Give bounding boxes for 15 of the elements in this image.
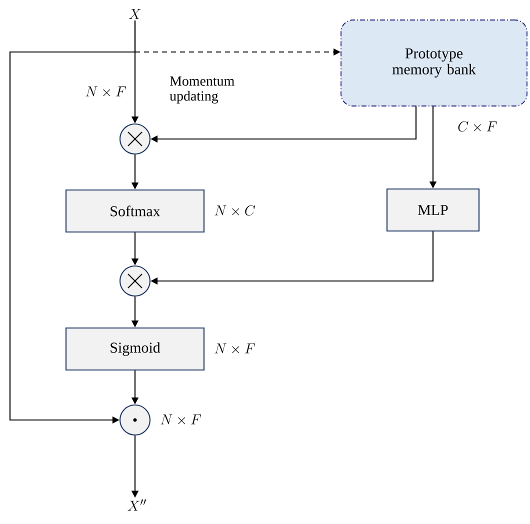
dot-product-symbol xyxy=(119,404,151,436)
process-box: Sigmoid xyxy=(65,327,205,371)
process-box: Softmax xyxy=(65,189,205,233)
multiply-symbol xyxy=(119,123,151,155)
dimension-label: $N \times C$ xyxy=(214,205,256,216)
dimension-label: $N \times F$ xyxy=(160,414,201,424)
dimension-label: $N \times F$ xyxy=(214,344,255,354)
multiply-symbol xyxy=(119,265,151,297)
process-box: MLP xyxy=(386,188,480,232)
memory-bank-box: Prototype memory bank xyxy=(340,20,528,106)
variable-label: $X$ xyxy=(128,9,141,19)
variable-label: $X''$ xyxy=(128,499,146,511)
edge-label: $N \times F$ xyxy=(86,86,126,96)
edge-label: Momentum updating xyxy=(170,76,234,104)
edge-label: $C \times F$ xyxy=(458,121,497,132)
